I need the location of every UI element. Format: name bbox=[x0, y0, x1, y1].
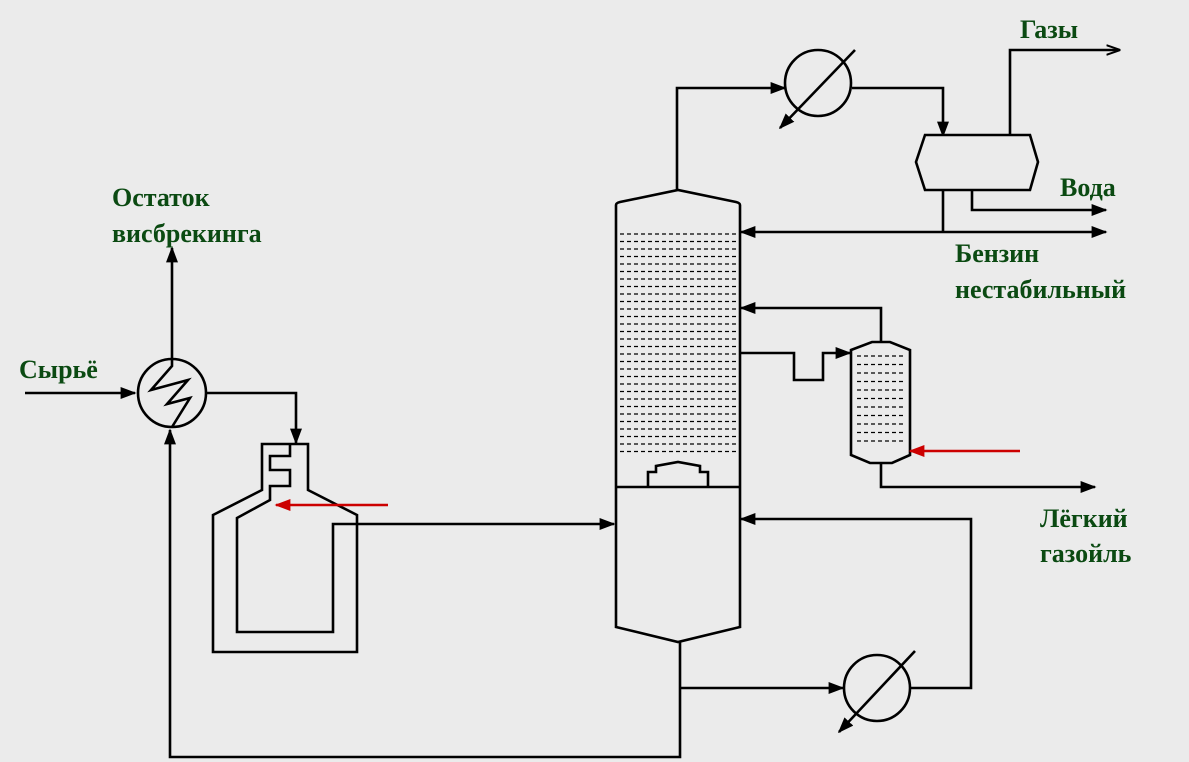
distillation-column-icon bbox=[614, 188, 742, 644]
water-label: Вода bbox=[1060, 173, 1116, 202]
side-draw-line bbox=[740, 347, 852, 382]
condenser-to-separator-line bbox=[852, 86, 949, 138]
stripper-column-icon bbox=[849, 340, 912, 465]
gasoline-label: Бензин bbox=[955, 239, 1040, 268]
column-trays bbox=[620, 233, 736, 453]
residue-label: Остаток bbox=[112, 183, 210, 212]
light-gasoil-line bbox=[879, 463, 1097, 493]
separator-drum-icon bbox=[914, 133, 1040, 192]
furnace-icon bbox=[211, 442, 359, 654]
gases-line bbox=[1008, 50, 1119, 134]
cooler-icon bbox=[837, 650, 916, 734]
residue-label-2: висбрекинга bbox=[112, 219, 262, 248]
light-gasoil-label: Лёгкий bbox=[1040, 504, 1128, 533]
feed-label: Сырьё bbox=[19, 355, 98, 384]
stripper-vapour-return-line bbox=[739, 302, 883, 342]
stripper-trays bbox=[857, 355, 904, 442]
pumparound-return-line bbox=[739, 513, 973, 690]
heat-exchanger-icon bbox=[136, 357, 208, 429]
light-gasoil-label-2: газойль bbox=[1040, 539, 1132, 568]
bottoms-recycle-line bbox=[164, 428, 682, 759]
cooler-icon bbox=[778, 48, 856, 130]
gasoline-label-2: нестабильный bbox=[955, 275, 1127, 304]
exchanger-to-furnace-line bbox=[206, 391, 302, 445]
overhead-vapour-line bbox=[675, 82, 787, 190]
water-line bbox=[970, 190, 1108, 216]
gases-label: Газы bbox=[1020, 15, 1079, 44]
